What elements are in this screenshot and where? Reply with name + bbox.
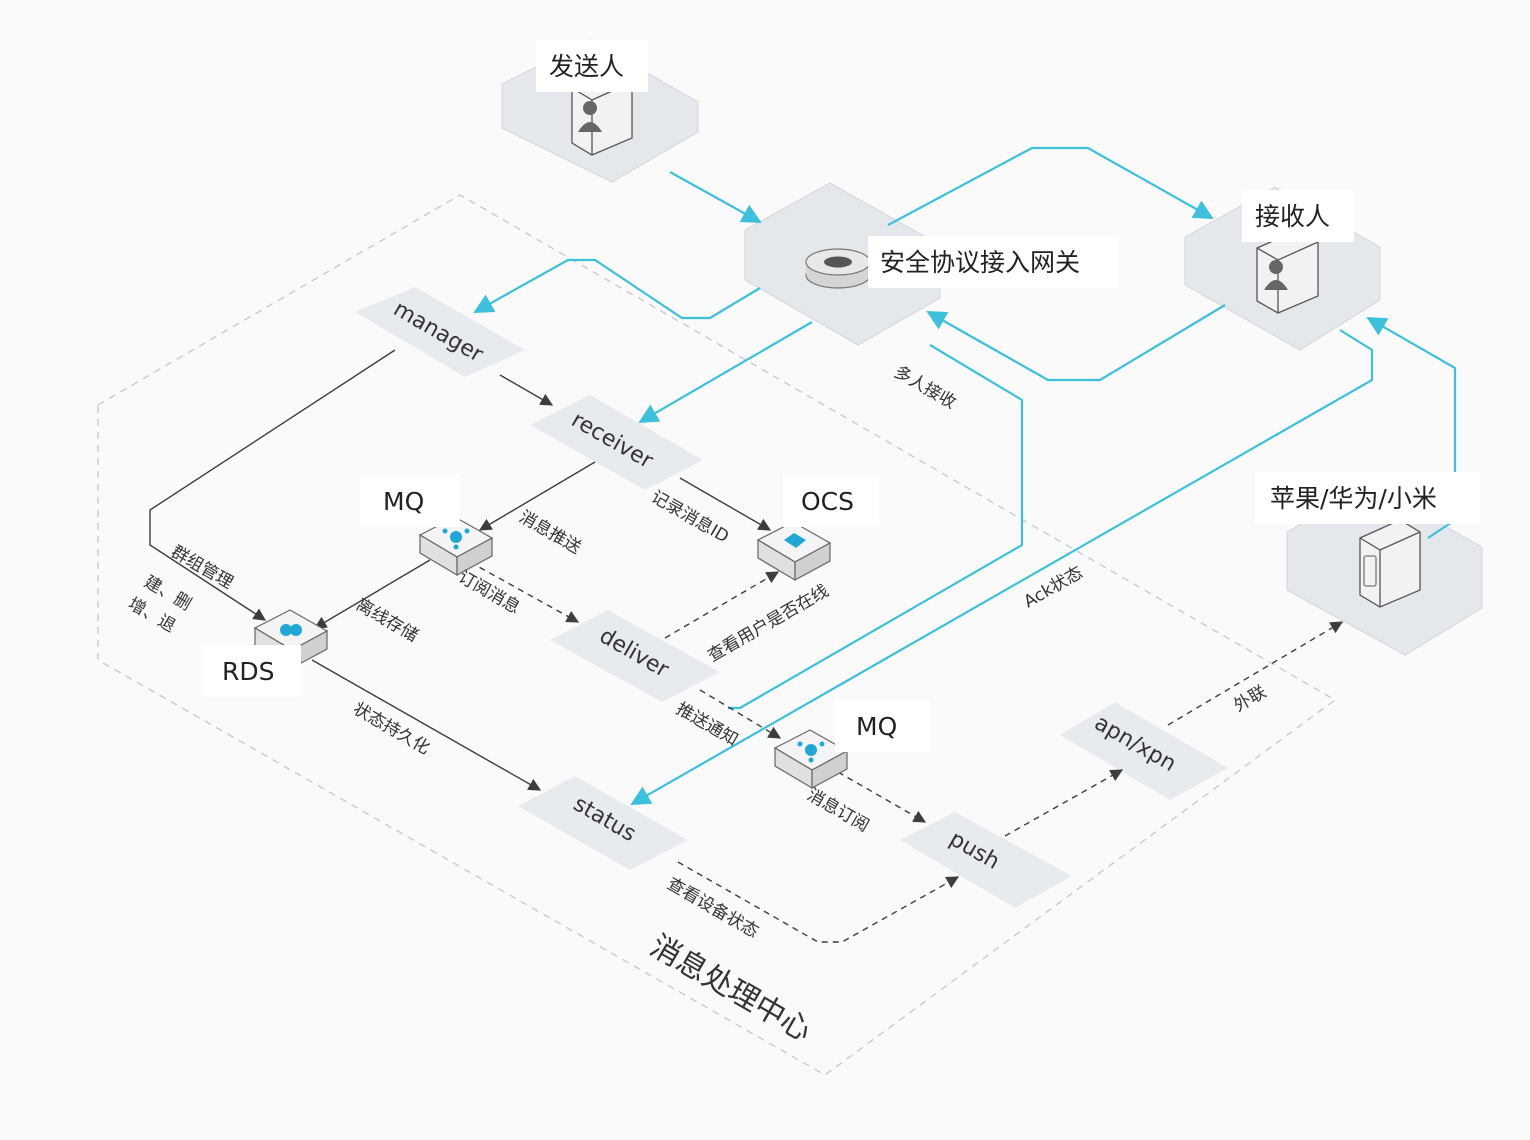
receiver-label-box: [1242, 190, 1354, 242]
label-group-mgmt: 群组管理: [168, 542, 237, 593]
ack-status-line: [630, 329, 1374, 805]
push-plate: [900, 812, 1072, 908]
label-msg-subscribe: 消息订阅: [804, 785, 873, 836]
gateway-to-manager-line: [473, 258, 761, 320]
receiver-to-ocs-line: [679, 477, 772, 531]
gateway-label: 安全协议接入网关: [880, 248, 1080, 277]
receiver-label: 接收人: [1255, 202, 1330, 231]
deliver-plate: [550, 610, 720, 702]
sender-to-gateway-line: [669, 171, 762, 223]
push-to-apn-line: [1004, 769, 1124, 837]
apn-to-vendors-line: [1167, 621, 1344, 726]
status-plate: [518, 776, 688, 870]
label-ack-status: Ack状态: [1021, 563, 1087, 613]
receiver-module-plate: [530, 395, 703, 490]
gateway-to-receiver-line: [887, 146, 1214, 226]
gateway-to-receiver-module-line: [638, 321, 813, 423]
ocs-box-icon: [756, 521, 832, 582]
apn-plate: [1060, 702, 1228, 800]
label-push-notify: 推送通知: [673, 699, 742, 750]
label-external: 外联: [1231, 682, 1270, 716]
ocs-label-box: [783, 475, 879, 527]
multi-receive-line: [728, 344, 1024, 710]
ocs-label: OCS: [801, 487, 854, 516]
mq1-label: MQ: [383, 487, 424, 516]
sender-label: 发送人: [549, 52, 624, 81]
sender-label-box: [536, 40, 648, 92]
manager-plate: [355, 287, 525, 377]
rds-label-box: [203, 645, 301, 697]
manager-to-receiver-line: [499, 374, 554, 406]
mq1-label-box: [360, 475, 460, 527]
label-subscribe-msg: 订阅消息: [455, 567, 524, 618]
receiver-to-gateway-line: [926, 304, 1226, 382]
processing-center-region: [97, 194, 1337, 1076]
mq1-to-deliver-line: [469, 561, 580, 623]
region-title: 消息处理中心: [644, 929, 817, 1049]
rds-to-status-line: [311, 659, 542, 791]
label-check-online: 查看用户是否在线: [705, 581, 833, 666]
label-msg-push: 消息推送: [516, 507, 585, 558]
deliver-to-mq2-line: [699, 689, 782, 739]
mq2-to-push-line: [837, 771, 927, 823]
receiver-to-mq1-line: [478, 461, 596, 531]
rds-label: RDS: [222, 657, 275, 686]
label-check-device: 查看设备状态: [664, 874, 762, 942]
label-offline-store: 离线存储: [353, 595, 422, 646]
label-record-msg-id: 记录消息ID: [648, 487, 733, 547]
push-vendors-label: 苹果/华为/小米: [1270, 484, 1437, 513]
mq2-label-box: [835, 700, 930, 752]
mq1-to-rds-line: [313, 559, 431, 629]
push-vendors-label-box: [1255, 472, 1480, 524]
receiver-person-icon: [1256, 229, 1319, 314]
gateway-label-box: [868, 236, 1118, 288]
vendors-to-receiver-line: [1366, 317, 1457, 539]
label-multi-receive: 多人接收: [891, 362, 960, 413]
label-state-persist: 状态持久化: [350, 699, 434, 759]
mq2-label: MQ: [856, 712, 897, 741]
gateway-disk-icon: [805, 248, 871, 289]
status-to-push-line: [677, 861, 960, 943]
manager-to-rds-line: [149, 349, 396, 621]
